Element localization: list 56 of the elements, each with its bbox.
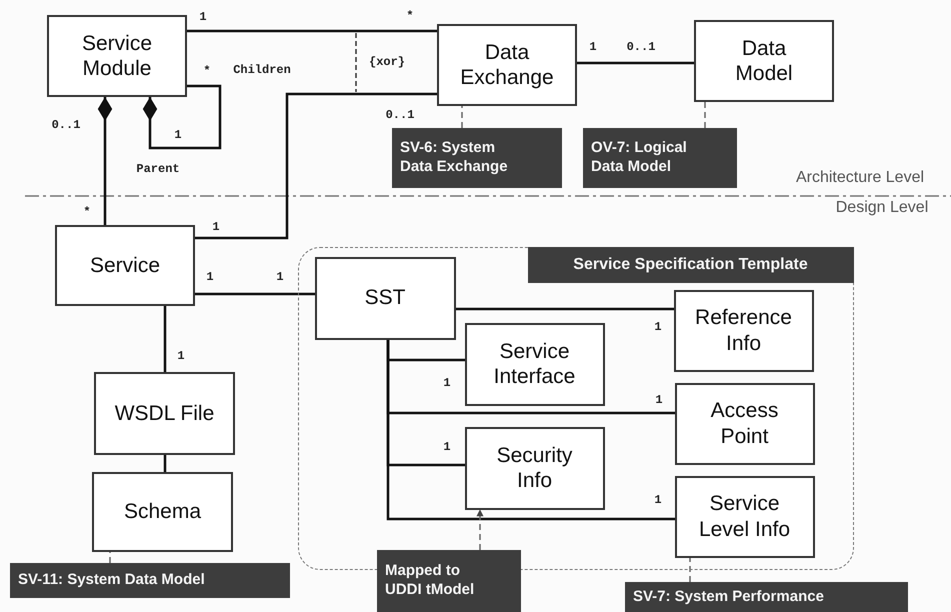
multiplicity-label: 1 bbox=[177, 349, 185, 363]
multiplicity-label: {xor} bbox=[369, 55, 405, 69]
association-line bbox=[187, 30, 437, 32]
multiplicity-label: 1 bbox=[655, 393, 663, 407]
leader-line bbox=[109, 552, 111, 563]
class-box: Reference Info bbox=[674, 290, 814, 372]
association-line bbox=[386, 340, 675, 520]
multiplicity-label: 1 bbox=[212, 220, 220, 234]
template-heading: Service Specification Template bbox=[528, 246, 854, 282]
class-box: Service Level Info bbox=[674, 476, 814, 558]
multiplicity-label: 1 bbox=[206, 270, 214, 284]
note-box: SV-7: System Performance bbox=[625, 582, 908, 612]
leader-line bbox=[461, 106, 463, 128]
leader-line bbox=[704, 102, 706, 128]
class-box: SST bbox=[314, 256, 456, 340]
association-line bbox=[195, 292, 315, 296]
multiplicity-label: 0..1 bbox=[626, 40, 656, 54]
class-box: Schema bbox=[92, 472, 233, 552]
multiplicity-label: 1 bbox=[443, 376, 451, 390]
multiplicity-label: Children bbox=[233, 63, 291, 77]
multiplicity-label: 1 bbox=[174, 128, 182, 142]
leader-line bbox=[476, 509, 484, 550]
class-box: WSDL File bbox=[94, 372, 235, 455]
multiplicity-label: * bbox=[203, 64, 211, 78]
association-line bbox=[577, 62, 694, 64]
multiplicity-label: * bbox=[406, 9, 414, 23]
note-box: OV-7: Logical Data Model bbox=[583, 128, 737, 188]
multiplicity-label: * bbox=[83, 205, 91, 219]
note-box: Mapped to UDDI tModel bbox=[377, 550, 521, 612]
multiplicity-label: 0..1 bbox=[386, 108, 414, 122]
multiplicity-label: 1 bbox=[654, 493, 662, 507]
class-box: Service Module bbox=[47, 15, 187, 97]
composition-line bbox=[142, 84, 222, 150]
class-box: Service Interface bbox=[464, 322, 604, 406]
association-line bbox=[195, 92, 437, 240]
class-box: Security Info bbox=[464, 426, 604, 510]
association-line bbox=[164, 306, 166, 372]
multiplicity-label: 0..1 bbox=[52, 118, 80, 132]
association-line bbox=[164, 455, 166, 472]
multiplicity-label: 1 bbox=[589, 40, 597, 54]
class-box: Access Point bbox=[674, 382, 814, 464]
multiplicity-label: Parent bbox=[136, 162, 180, 176]
multiplicity-label: 1 bbox=[199, 10, 207, 24]
level-label: Architecture Level bbox=[796, 169, 924, 187]
composition-line bbox=[98, 97, 112, 225]
association-line bbox=[456, 308, 674, 310]
multiplicity-label: 1 bbox=[654, 320, 662, 334]
multiplicity-label: 1 bbox=[276, 270, 284, 284]
leader-line bbox=[689, 558, 691, 582]
note-box: SV-6: System Data Exchange bbox=[392, 128, 562, 188]
level-label: Design Level bbox=[836, 199, 928, 217]
multiplicity-label: 1 bbox=[443, 440, 451, 454]
note-box: SV-11: System Data Model bbox=[10, 563, 290, 598]
class-box: Data Model bbox=[694, 20, 834, 102]
class-box: Service bbox=[55, 225, 195, 306]
class-box: Data Exchange bbox=[437, 24, 577, 106]
